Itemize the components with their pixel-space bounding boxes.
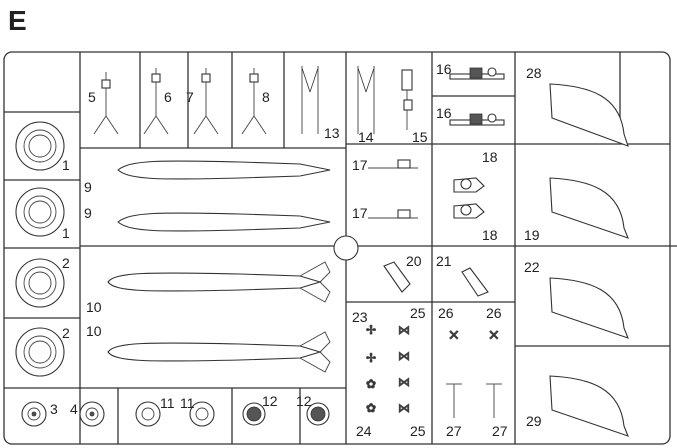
part-label-8: 8 — [262, 89, 270, 105]
part-label-25: 25 — [410, 305, 426, 321]
part-label-21: 21 — [436, 253, 452, 269]
small-wheel-part — [21, 401, 47, 427]
bipod-part — [241, 68, 267, 135]
sprue-hub — [333, 235, 359, 261]
part-label-17: 17 — [352, 205, 368, 221]
fin-part — [549, 177, 629, 239]
svg-text:✢: ✢ — [366, 323, 376, 337]
part-label-1: 1 — [62, 157, 70, 173]
arm-part — [368, 159, 418, 169]
rod-part — [357, 66, 375, 134]
small-wheel-part — [306, 402, 330, 426]
part-label-2: 2 — [62, 255, 70, 271]
part-label-2: 2 — [62, 325, 70, 341]
part-label-5: 5 — [88, 89, 96, 105]
part-label-15: 15 — [412, 129, 428, 145]
bipod-part — [143, 68, 169, 135]
bomb-part — [107, 331, 331, 373]
mount-part — [401, 69, 413, 130]
part-number-labels: 1 1 2 2 3 4 5 6 7 8 9 9 10 10 11 11 12 1… — [50, 61, 542, 439]
fuel-tank-part — [117, 160, 331, 180]
fin-part — [549, 375, 629, 437]
part-label-16: 16 — [436, 105, 452, 121]
part-label-12: 12 — [296, 393, 312, 409]
svg-text:✕: ✕ — [448, 327, 460, 343]
pod-part — [453, 177, 485, 193]
gun-part — [449, 67, 505, 80]
wheel-part — [15, 258, 65, 308]
part-label-19: 19 — [524, 227, 540, 243]
part-label-18: 18 — [482, 149, 498, 165]
bomb-part — [107, 261, 331, 303]
fuel-tank-part — [117, 212, 331, 232]
part-label-9: 9 — [84, 179, 92, 195]
rod-part — [301, 66, 319, 134]
part-label-13: 13 — [324, 125, 340, 141]
part-label-17: 17 — [352, 157, 368, 173]
part-label-3: 3 — [50, 401, 58, 417]
part-label-27: 27 — [446, 423, 462, 439]
part-label-23: 23 — [352, 309, 368, 325]
part-label-4: 4 — [70, 401, 78, 417]
bipod-part — [193, 68, 219, 135]
bipod-part — [93, 72, 119, 135]
part-label-16: 16 — [436, 61, 452, 77]
part-label-7: 7 — [186, 89, 194, 105]
part-label-24: 24 — [356, 423, 372, 439]
part-label-18: 18 — [482, 227, 498, 243]
svg-text:✢: ✢ — [366, 351, 376, 365]
part-label-14: 14 — [358, 129, 374, 145]
part-label-11: 11 — [160, 395, 175, 411]
part-label-28: 28 — [526, 65, 542, 81]
svg-text:⋈: ⋈ — [398, 401, 410, 415]
part-label-22: 22 — [524, 259, 540, 275]
gun-part — [449, 113, 505, 126]
svg-text:✕: ✕ — [488, 327, 500, 343]
small-wheel-part — [135, 401, 161, 427]
svg-text:✿: ✿ — [366, 401, 376, 415]
small-bits: ✢ ✢ ✿ ✿ ⋈ ⋈ ⋈ ⋈ ✕ ✕ — [366, 323, 502, 418]
part-label-26: 26 — [438, 305, 454, 321]
svg-text:⋈: ⋈ — [398, 323, 410, 337]
wheel-part — [15, 121, 65, 171]
part-label-6: 6 — [164, 89, 172, 105]
small-wheel-part — [242, 402, 266, 426]
wheel-part — [15, 327, 65, 377]
part-label-25: 25 — [410, 423, 426, 439]
bracket-part — [461, 267, 489, 297]
small-wheel-part — [79, 401, 105, 427]
small-wheel-part — [189, 401, 215, 427]
svg-text:⋈: ⋈ — [398, 349, 410, 363]
part-label-10: 10 — [86, 299, 102, 315]
sprue-runners — [4, 52, 677, 444]
fin-part — [549, 277, 629, 339]
part-label-12: 12 — [262, 393, 278, 409]
svg-text:✿: ✿ — [366, 377, 376, 391]
svg-text:⋈: ⋈ — [398, 375, 410, 389]
part-label-20: 20 — [406, 253, 422, 269]
arm-part — [368, 209, 418, 219]
part-label-1: 1 — [62, 225, 70, 241]
fin-part — [549, 83, 629, 147]
bracket-part — [383, 261, 411, 293]
part-label-29: 29 — [526, 413, 542, 429]
part-label-27: 27 — [492, 423, 508, 439]
part-label-11: 11 — [180, 395, 195, 411]
pod-part — [453, 203, 485, 219]
part-label-26: 26 — [486, 305, 502, 321]
wheel-part — [15, 187, 65, 237]
sprue-letter: E — [8, 5, 27, 36]
part-label-9: 9 — [84, 205, 92, 221]
part-label-10: 10 — [86, 323, 102, 339]
